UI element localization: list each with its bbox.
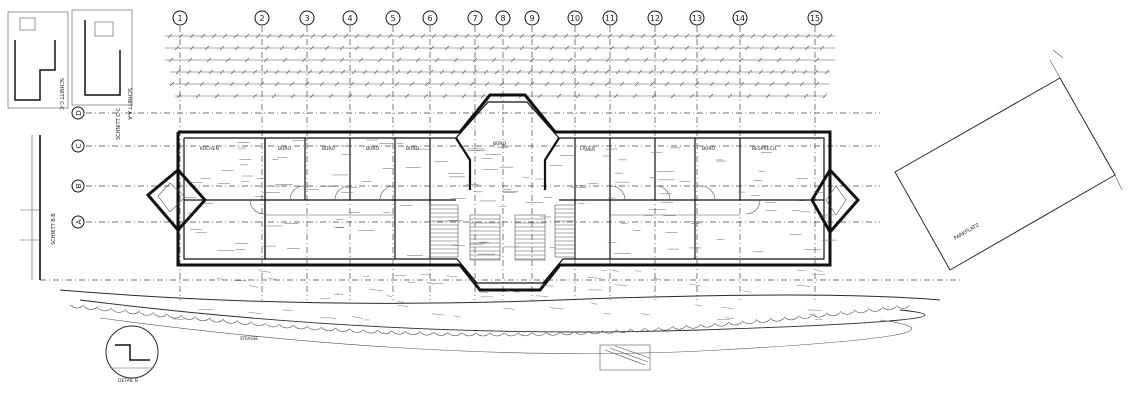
grid-label-col: 10 bbox=[570, 14, 580, 23]
grid-bubble-col bbox=[299, 10, 315, 26]
grid-bubble-col bbox=[647, 10, 663, 26]
row-grid: A B C D bbox=[71, 106, 880, 229]
section-label-aa: SCHNITT A-A bbox=[126, 88, 132, 120]
grid-bubble-col bbox=[422, 10, 438, 26]
grid-bubble-col bbox=[385, 10, 401, 26]
room-label-besprechung: BESPRECH. bbox=[752, 146, 777, 152]
grid-label-col: 5 bbox=[390, 14, 395, 23]
grid-label-col: 2 bbox=[259, 14, 264, 23]
grid-bubble-col bbox=[172, 10, 188, 26]
grid-label-col: 14 bbox=[735, 14, 745, 23]
grid-label-row: A bbox=[75, 219, 83, 224]
section-label-cc: SCHNITT C-C bbox=[58, 78, 64, 111]
grid-bubble-col bbox=[495, 10, 511, 26]
grid-bubble-col bbox=[467, 10, 483, 26]
building-outline bbox=[145, 93, 861, 292]
room-label-buero-1: BÜRO bbox=[278, 145, 292, 152]
street-label: STRASSE bbox=[240, 336, 258, 341]
grid-bubble-row bbox=[71, 106, 85, 120]
grid-bubble-col bbox=[254, 10, 270, 26]
detail-label: DETAIL B bbox=[118, 378, 138, 384]
grid-bubble-col bbox=[602, 10, 618, 26]
grid-label-row: D bbox=[75, 110, 83, 115]
section-label-bb: SCHNITT B-B bbox=[51, 213, 57, 245]
room-label-buero-4: BÜRO bbox=[406, 145, 420, 152]
svg-text:SCHNITT C-C: SCHNITT C-C bbox=[116, 107, 122, 140]
room-label-buero-5: BÜRO bbox=[493, 140, 507, 147]
grid-label-col: 7 bbox=[472, 14, 477, 23]
grid-label-col: 11 bbox=[605, 14, 615, 23]
grid-bubble-row bbox=[71, 215, 85, 229]
grid-label-col: 4 bbox=[347, 14, 352, 23]
room-label-kuechen: KÜCHEN bbox=[200, 145, 219, 152]
room-label-buero-6: BÜRO bbox=[702, 145, 716, 152]
grid-label-col: 8 bbox=[500, 14, 505, 23]
grid-label-col: 9 bbox=[529, 14, 534, 23]
grid-bubble-row bbox=[71, 139, 85, 153]
dimension-chains bbox=[165, 33, 835, 99]
parking-outline: PARKPLATZ bbox=[894, 49, 1123, 271]
grid-bubble-col bbox=[807, 10, 823, 26]
room-label-buero-2: BÜRO bbox=[322, 145, 336, 152]
room-label-lager: LAGER bbox=[580, 146, 595, 152]
section-details-left: SCHNITT C-C SCHNITT A-A SCHNITT B-B SCHN… bbox=[7, 9, 133, 280]
grid-bubble-col bbox=[342, 10, 358, 26]
dimension-scribbles bbox=[172, 139, 837, 321]
parking-label: PARKPLATZ bbox=[953, 222, 981, 242]
room-label-buero-3: BÜRO bbox=[366, 145, 380, 152]
grid-bubble-col bbox=[732, 10, 748, 26]
grid-label-col: 6 bbox=[427, 14, 432, 23]
grid-bubble-col bbox=[567, 10, 583, 26]
grid-label-col: 12 bbox=[650, 14, 660, 23]
grid-bubble-col bbox=[689, 10, 705, 26]
entrance-element: STRASSE bbox=[240, 336, 651, 371]
grid-bubble-col bbox=[524, 10, 540, 26]
grid-label-row: C bbox=[75, 143, 83, 148]
room-labels: KÜCHEN BÜRO BÜRO BÜRO BÜRO BÜRO LAGER BE… bbox=[200, 140, 777, 152]
grid-label-col: 13 bbox=[692, 14, 702, 23]
grid-label-col: 15 bbox=[810, 14, 820, 23]
detail-circle: DETAIL B bbox=[105, 325, 159, 384]
terrain-lines bbox=[40, 279, 960, 354]
grid-bubble-row bbox=[71, 179, 85, 193]
grid-label-col: 3 bbox=[304, 14, 309, 23]
grid-label-col: 1 bbox=[177, 14, 182, 23]
grid-label-row: B bbox=[75, 183, 83, 188]
